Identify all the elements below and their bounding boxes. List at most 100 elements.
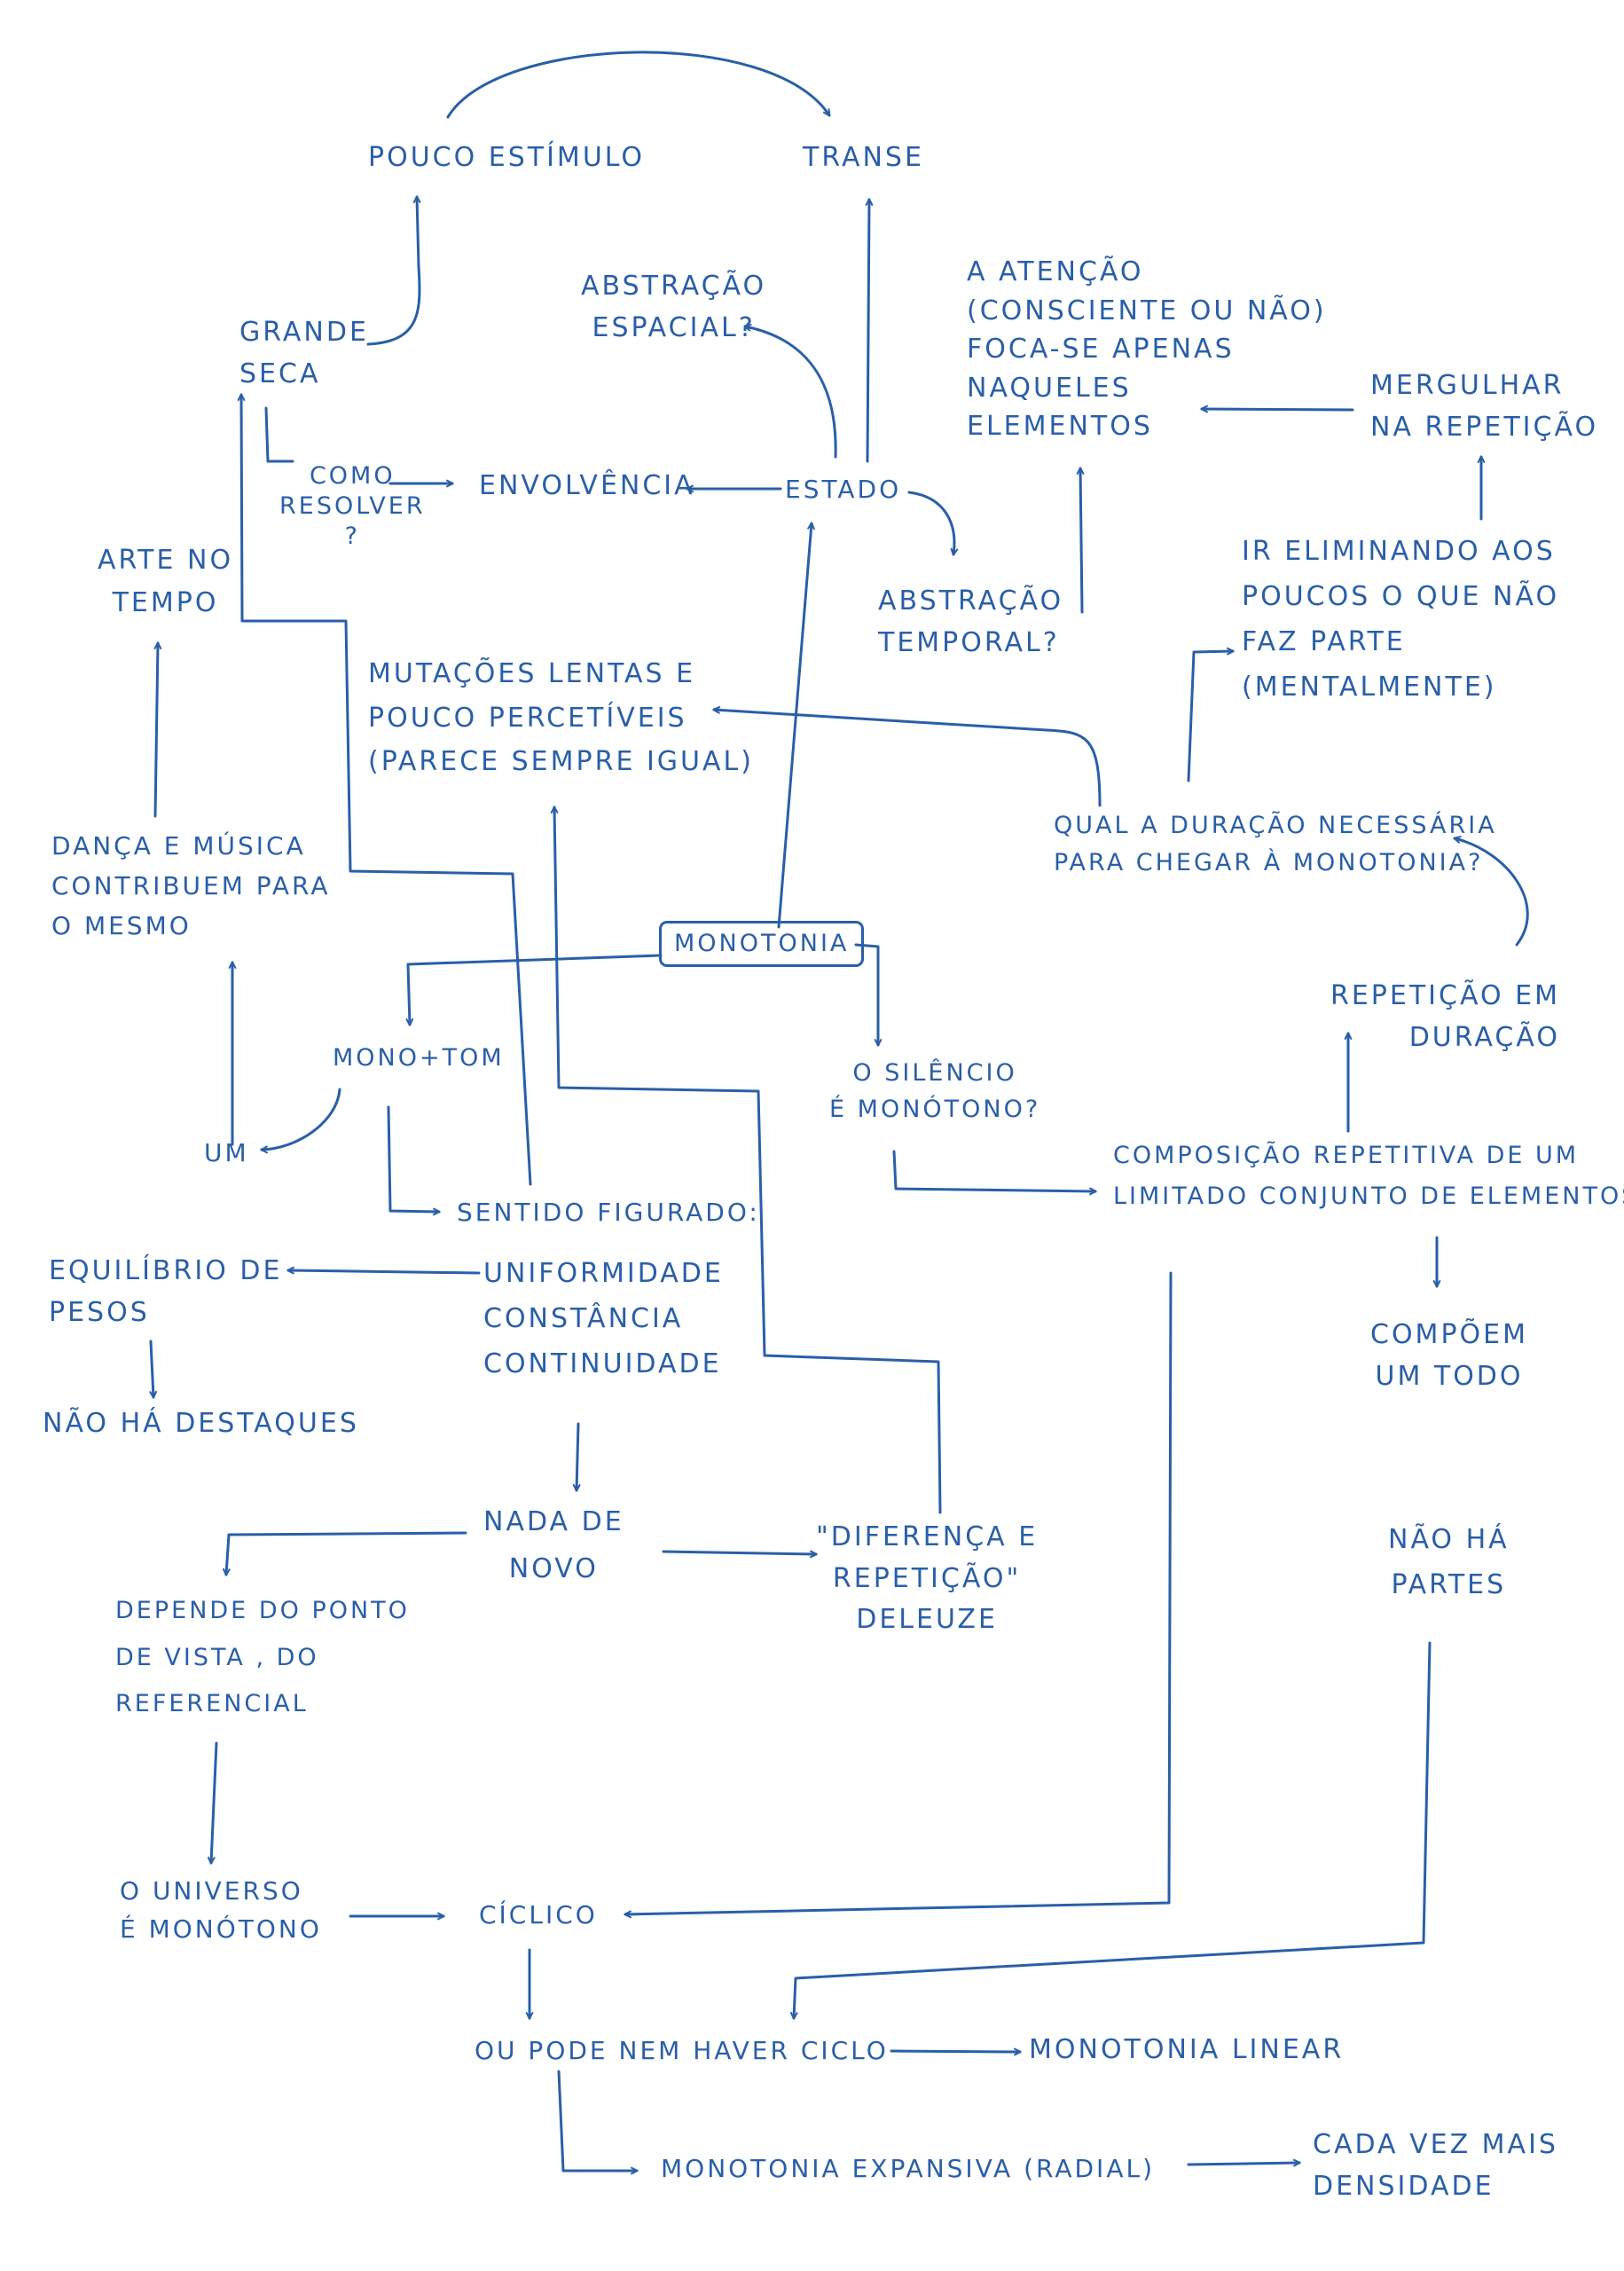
- node-um: UM: [204, 1134, 249, 1172]
- arrow-estado-to-abstracao-temporal: [907, 491, 954, 554]
- arrow-pouco-estimulo-to-transe: [446, 51, 829, 119]
- node-line: CONTRIBUEM PARA: [51, 870, 331, 900]
- node-nao-ha-destaques: NÃO HÁ DESTAQUES: [43, 1403, 359, 1445]
- node-line: ENVOLVÊNCIA: [479, 470, 695, 501]
- node-line: DE VISTA , DO: [115, 1643, 319, 1671]
- node-ou-pode: OU PODE NEM HAVER CICLO: [475, 2031, 889, 2070]
- node-line: MUTAÇÕES LENTAS E: [368, 658, 696, 689]
- node-line: GRANDE: [239, 317, 369, 348]
- node-line: ESPACIAL?: [592, 311, 756, 343]
- node-line: ELEMENTOS: [967, 411, 1153, 442]
- node-line: FOCA-SE APENAS: [967, 334, 1235, 365]
- node-line: PESOS: [49, 1296, 150, 1328]
- line-sentido-figurado-to-grande-seca: [241, 395, 532, 1186]
- node-line: PARA CHEGAR À MONOTONIA?: [1054, 848, 1484, 876]
- arrow-monotonia-to-estado: [777, 523, 812, 929]
- node-line: TRANSE: [803, 142, 924, 173]
- node-line: NÃO HÁ DESTAQUES: [43, 1408, 359, 1439]
- node-line: COMPÕEM: [1370, 1319, 1528, 1350]
- arrow-grande-seca-to-como-resolver: [264, 406, 294, 463]
- node-line: ESTADO: [785, 475, 902, 504]
- arrow-equilibrio-to-nao-ha-destaques: [151, 1340, 153, 1397]
- node-line: CADA VEZ MAIS: [1313, 2129, 1558, 2160]
- arrow-monotonia-to-mono-tom: [408, 954, 663, 1025]
- arrow-depende-to-universo: [211, 1741, 218, 1863]
- arrow-ou-pode-to-linear: [890, 2051, 1020, 2052]
- arrow-mono-tom-to-sentido-figurado: [387, 1105, 439, 1212]
- node-envolvencia: ENVOLVÊNCIA: [479, 466, 695, 507]
- arrow-uniformidade-to-nada-de-novo: [577, 1422, 578, 1490]
- node-atencao: A ATENÇÃO(CONSCIENTE OU NÃO)FOCA-SE APEN…: [967, 253, 1327, 446]
- node-line: RESOLVER: [279, 491, 426, 520]
- node-line: MONOTONIA LINEAR: [1029, 2034, 1345, 2065]
- node-line: DURAÇÃO: [1408, 1021, 1560, 1053]
- arrow-danca-musica-to-arte-no-tempo: [155, 643, 158, 818]
- node-line: NADA DE: [483, 1506, 624, 1537]
- arrow-estado-to-transe: [867, 200, 869, 463]
- node-line: ABSTRAÇÃO: [878, 585, 1064, 617]
- node-line: NÃO HÁ: [1388, 1524, 1510, 1555]
- node-line: DELEUZE: [856, 1604, 998, 1635]
- node-repeticao-duracao: REPETIÇÃO EM DURAÇÃO: [1330, 976, 1560, 1058]
- arrow-uniformidade-to-equilibrio: [288, 1270, 481, 1273]
- node-line: IR ELIMINANDO AOS: [1242, 536, 1556, 567]
- node-monotonia: MONOTONIA: [659, 921, 865, 967]
- node-estado: ESTADO: [785, 470, 901, 508]
- node-line: OU PODE NEM HAVER CICLO: [475, 2036, 889, 2065]
- node-line: QUAL A DURAÇÃO NECESSÁRIA: [1054, 812, 1497, 839]
- node-line: POUCO ESTÍMULO: [368, 142, 646, 173]
- node-nao-ha-partes: NÃO HÁ PARTES: [1388, 1517, 1510, 1607]
- arrow-composicao-to-ciclico: [625, 1271, 1173, 1914]
- node-line: É MONÓTONO?: [829, 1095, 1041, 1123]
- arrow-qual-duracao-to-ir-eliminando: [1187, 651, 1233, 782]
- node-line: COMPOSIÇÃO REPETITIVA DE UM: [1113, 1142, 1580, 1169]
- node-line: COMO: [309, 462, 396, 490]
- node-line: NAQUELES: [967, 372, 1132, 404]
- node-line: POUCOS O QUE NÃO: [1242, 581, 1560, 612]
- node-mono-tom: MONO+TOM: [333, 1040, 505, 1077]
- node-line: O SILÊNCIO: [852, 1059, 1017, 1087]
- node-line: PARTES: [1391, 1569, 1507, 1600]
- arrow-estado-to-abstracao-espacial: [745, 326, 837, 459]
- node-line: TEMPORAL?: [878, 626, 1060, 658]
- node-ciclico: CÍCLICO: [479, 1896, 598, 1934]
- node-line: POUCO PERCETÍVEIS: [368, 702, 687, 734]
- node-abstracao-temporal: ABSTRAÇÃO TEMPORAL?: [878, 581, 1063, 664]
- arrow-ou-pode-to-expansiva: [557, 2070, 639, 2171]
- node-line: ABSTRAÇÃO: [581, 271, 767, 302]
- node-line: REPETIÇÃO EM: [1330, 980, 1560, 1011]
- arrow-silencio-to-composicao: [892, 1150, 1095, 1191]
- node-compoem: COMPÕEM UM TODO: [1370, 1315, 1528, 1397]
- node-transe: TRANSE: [803, 138, 924, 179]
- node-abstracao-espacial: ABSTRAÇÃO ESPACIAL?: [581, 266, 766, 349]
- node-monotonia-linear: MONOTONIA LINEAR: [1029, 2030, 1344, 2071]
- node-line: "DIFERENÇA E: [816, 1521, 1039, 1552]
- node-line: DEPENDE DO PONTO: [115, 1597, 410, 1624]
- node-line: DANÇA E MÚSICA: [51, 831, 306, 860]
- node-sentido-figurado: SENTIDO FIGURADO:: [457, 1193, 760, 1231]
- node-line: SENTIDO FIGURADO:: [457, 1198, 760, 1227]
- arrow-repeticao-to-qual-duracao: [1455, 838, 1529, 947]
- node-line: UM TODO: [1375, 1360, 1524, 1392]
- node-line: (CONSCIENTE OU NÃO): [967, 295, 1327, 326]
- node-line: UNIFORMIDADE: [483, 1258, 724, 1289]
- arrow-expansiva-to-cada-vez: [1187, 2163, 1299, 2165]
- node-line: MONOTONIA: [674, 930, 850, 957]
- node-monotonia-expansiva: MONOTONIA EXPANSIVA (RADIAL): [661, 2149, 1155, 2188]
- arrow-nada-de-novo-to-depende: [226, 1531, 467, 1575]
- node-line: LIMITADO CONJUNTO DE ELEMENTOS: [1113, 1182, 1624, 1210]
- line-deleuze-to-mutacoes: [554, 807, 942, 1514]
- node-line: MONOTONIA EXPANSIVA (RADIAL): [661, 2154, 1155, 2183]
- arrow-grande-seca-to-pouco-estimulo: [366, 197, 420, 346]
- arrow-mergulhar-to-atencao: [1202, 409, 1354, 410]
